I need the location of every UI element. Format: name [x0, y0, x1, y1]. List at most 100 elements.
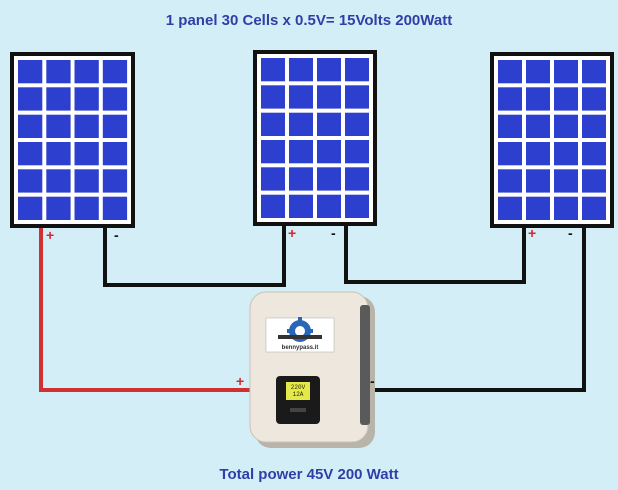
solar-cell	[582, 87, 606, 111]
negative-wire-panel3-to-inverter	[360, 226, 586, 392]
solar-cell	[261, 58, 285, 82]
solar-cell	[261, 194, 285, 218]
solar-cell	[526, 60, 550, 84]
panel-1-negative-terminal: -	[114, 227, 119, 243]
solar-cell	[102, 196, 128, 220]
solar-cell	[317, 167, 341, 191]
solar-cell	[46, 142, 71, 166]
solar-cell	[18, 87, 43, 111]
solar-cell	[498, 169, 522, 193]
solar-cell	[554, 142, 578, 166]
diagram-title: 1 panel 30 Cells x 0.5V= 15Volts 200Watt	[165, 12, 453, 29]
solar-cell	[261, 140, 285, 164]
solar-cell	[526, 196, 550, 220]
solar-cell	[74, 169, 99, 193]
inverter-side-bracket	[360, 305, 370, 425]
solar-cell	[554, 114, 578, 138]
solar-cell	[317, 85, 341, 109]
solar-cell	[582, 196, 606, 220]
solar-cell	[261, 167, 285, 191]
solar-cell	[102, 169, 128, 193]
solar-cell	[46, 169, 71, 193]
solar-cell	[345, 58, 369, 82]
solar-cell	[554, 87, 578, 111]
solar-cell	[74, 196, 99, 220]
panel-3-positive-terminal: +	[528, 225, 537, 241]
solar-cell	[498, 60, 522, 84]
total-power-label: Total power 45V 200 Watt	[219, 466, 399, 483]
solar-cell	[18, 196, 43, 220]
inverter-voltage-readout: 220V	[290, 384, 306, 391]
inverter	[249, 291, 375, 448]
solar-cell	[46, 114, 71, 138]
solar-cell	[74, 87, 99, 111]
solar-cell	[317, 140, 341, 164]
solar-cell	[554, 196, 578, 220]
solar-cell	[317, 112, 341, 136]
solar-cell	[18, 142, 43, 166]
solar-cell	[261, 85, 285, 109]
series-wire-panel2-to-panel3	[344, 226, 526, 284]
solar-cell	[102, 87, 128, 111]
solar-panel-3	[490, 52, 614, 228]
solar-cell	[582, 114, 606, 138]
solar-cell	[498, 196, 522, 220]
solar-cell	[554, 169, 578, 193]
solar-cell	[345, 140, 369, 164]
gear-logo-icon	[278, 317, 322, 342]
inverter-positive-input: +	[236, 373, 245, 389]
positive-wire-panel1-to-inverter	[39, 226, 270, 392]
solar-cell	[317, 194, 341, 218]
solar-cell	[289, 194, 313, 218]
wiring	[39, 226, 586, 392]
inverter-current-readout: 12A	[292, 391, 304, 398]
solar-cell	[526, 87, 550, 111]
solar-cell	[46, 87, 71, 111]
panel-3-negative-terminal: -	[568, 225, 573, 241]
solar-cell	[498, 87, 522, 111]
solar-cell	[102, 114, 128, 138]
panel-2-positive-terminal: +	[288, 225, 297, 241]
solar-cell	[582, 142, 606, 166]
solar-cell	[74, 60, 99, 84]
solar-panel-1	[10, 52, 135, 228]
panel-1-positive-terminal: +	[46, 227, 55, 243]
solar-cell	[498, 142, 522, 166]
solar-cell	[582, 169, 606, 193]
inverter-screen-readout: 220V 12A	[287, 384, 309, 398]
solar-cell	[289, 85, 313, 109]
solar-cell	[18, 114, 43, 138]
series-wire-panel1-to-panel2	[103, 226, 286, 287]
solar-cell	[345, 167, 369, 191]
solar-cell	[498, 114, 522, 138]
solar-cell	[74, 142, 99, 166]
solar-cell	[345, 112, 369, 136]
solar-cell	[74, 114, 99, 138]
inverter-display-screen	[286, 382, 310, 400]
solar-cell	[289, 58, 313, 82]
solar-cell	[317, 58, 341, 82]
solar-cell	[46, 60, 71, 84]
solar-cell	[18, 169, 43, 193]
solar-cell	[345, 85, 369, 109]
inverter-logo-text: bennypass.it	[281, 345, 319, 351]
solar-cell	[102, 60, 128, 84]
solar-cell	[345, 194, 369, 218]
inverter-indicator	[290, 408, 306, 412]
solar-cell	[289, 112, 313, 136]
solar-cell	[261, 112, 285, 136]
solar-cell	[526, 114, 550, 138]
solar-cell	[289, 140, 313, 164]
solar-cell	[526, 169, 550, 193]
solar-cell	[102, 142, 128, 166]
solar-cell	[46, 196, 71, 220]
panel-2-negative-terminal: -	[331, 225, 336, 241]
solar-cell	[18, 60, 43, 84]
solar-cell	[289, 167, 313, 191]
solar-cell	[582, 60, 606, 84]
inverter-negative-input: -	[370, 373, 375, 389]
solar-cell	[554, 60, 578, 84]
solar-panel-2	[253, 50, 377, 226]
solar-cell	[526, 142, 550, 166]
